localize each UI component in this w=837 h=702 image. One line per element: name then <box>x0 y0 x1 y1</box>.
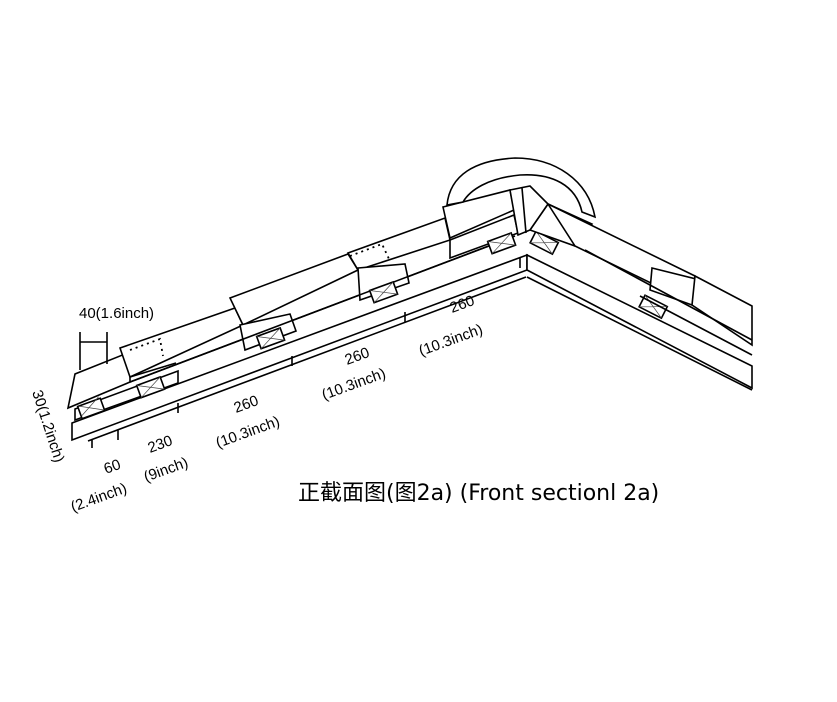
roof-deck <box>71 253 753 442</box>
spacing-3-inch-label: (10.3inch) <box>417 321 485 360</box>
ridge-tile <box>446 157 597 237</box>
batten-blocks <box>76 230 669 420</box>
eave-offset-inch-label: (2.4inch) <box>69 480 130 516</box>
first-batten-label: 230 <box>146 432 175 457</box>
ridge-width-label: 40(1.6inch) <box>79 305 154 322</box>
spacing-2-label: 260 <box>343 344 372 369</box>
figure-caption: 正截面图(图2a) (Front sectionl 2a) <box>298 481 659 506</box>
spacing-1-label: 260 <box>232 392 261 417</box>
ridge-width-marker <box>79 332 108 370</box>
spacing-2-inch-label: (10.3inch) <box>320 365 388 404</box>
first-batten-inch-label: (9inch) <box>142 454 191 486</box>
eave-offset-label: 60 <box>102 456 123 478</box>
spacing-1-inch-label: (10.3inch) <box>214 413 282 452</box>
right-tile-rows <box>528 202 753 356</box>
tile-thickness-label: 30(1.2inch) <box>28 388 67 465</box>
